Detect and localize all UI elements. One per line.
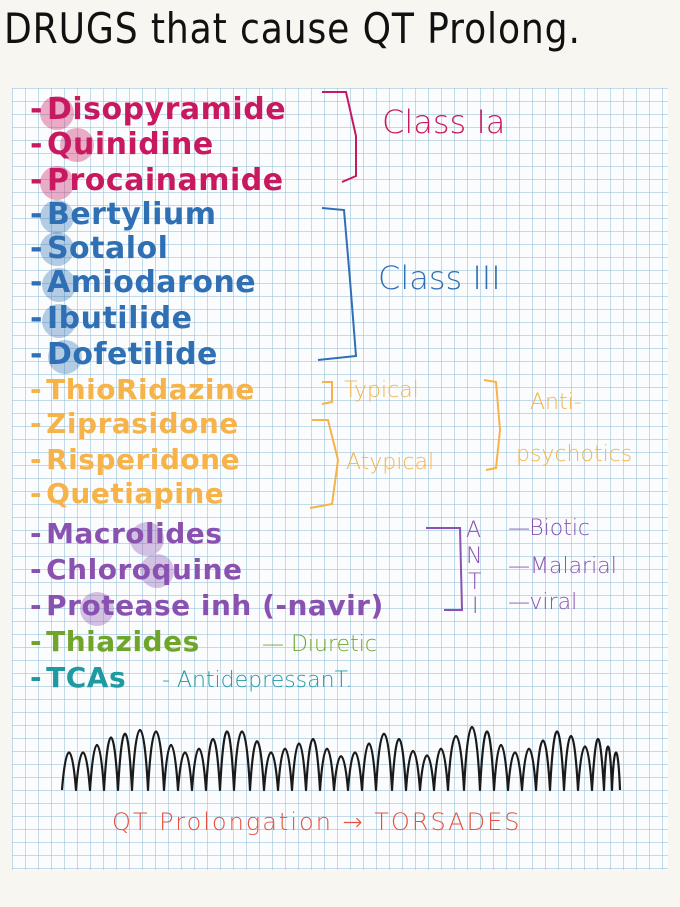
grid-paper-background — [12, 88, 668, 870]
highlight-dot — [80, 592, 114, 626]
drug-tcas: -TCAs — [30, 661, 127, 694]
label-typical: Typical — [344, 378, 419, 403]
drug-dofetilide: -Dofetilide — [30, 337, 218, 372]
drug-protease-inhibitor: -Protease inh (-navir) — [30, 589, 384, 622]
drug-macrolides: -Macrolides — [30, 517, 223, 550]
label-class-ia: Class Ia — [382, 103, 506, 141]
bracket-anti — [426, 527, 464, 611]
drug-chloroquine: -Chloroquine — [30, 553, 243, 586]
highlight-dot — [60, 128, 94, 162]
label-antimalarial: —Malarial — [508, 554, 617, 579]
drug-disopyramide: -Disopyramide — [30, 92, 287, 127]
drug-thiazides: -Thiazides — [30, 625, 200, 658]
label-antibiotic: —Biotic — [508, 516, 591, 541]
anti-letter-i: I — [472, 594, 479, 619]
anti-letter-t: T — [468, 570, 482, 595]
anti-letter-n: N — [466, 544, 483, 569]
drug-bertylium: -Bertylium — [30, 197, 217, 232]
label-anti: Anti- — [530, 390, 582, 415]
highlight-dot — [40, 200, 74, 234]
drug-quinidine: -Quinidine — [30, 127, 214, 162]
label-antidepressant: - AntidepressanT. — [162, 668, 353, 693]
highlight-dot — [48, 340, 82, 374]
drug-ibutilide: -Ibutilide — [30, 301, 193, 336]
anti-letter-a: A — [466, 518, 482, 543]
label-antiviral: —viral — [508, 590, 578, 615]
label-class-iii: Class III — [378, 259, 501, 297]
highlight-dot — [40, 232, 74, 266]
highlight-dot — [42, 304, 76, 338]
drug-procainamide: -Procainamide — [30, 163, 284, 198]
label-atypical: Atypical — [346, 450, 435, 475]
torsades-ecg-trace — [60, 725, 622, 792]
drug-quetiapine: -Quetiapine — [30, 477, 225, 510]
highlight-dot — [42, 268, 76, 302]
highlight-dot — [140, 554, 174, 588]
highlight-dot — [40, 166, 74, 200]
drug-sotalol: -Sotalol — [30, 231, 169, 266]
drug-risperidone: -Risperidone — [30, 443, 241, 476]
drug-amiodarone: -Amiodarone — [30, 265, 257, 300]
label-psychotics: psychotics — [516, 442, 633, 467]
page-title: DRUGS that cause QT Prolong. — [4, 4, 581, 53]
highlight-dot — [130, 522, 164, 556]
bracket-antipsychotics — [483, 379, 502, 471]
drug-ziprasidone: -Ziprasidone — [30, 407, 239, 440]
label-diuretic: — Diuretic — [262, 632, 377, 657]
bracket-atypical — [309, 419, 340, 509]
highlight-dot — [40, 96, 74, 130]
label-qt-torsades: QT Prolongation → TORSADES — [112, 808, 522, 836]
bracket-typical — [321, 381, 333, 405]
bracket-class-ia — [322, 91, 357, 183]
drug-thioridazine: -ThioRidazine — [30, 373, 255, 406]
bracket-class-iii — [317, 207, 358, 361]
